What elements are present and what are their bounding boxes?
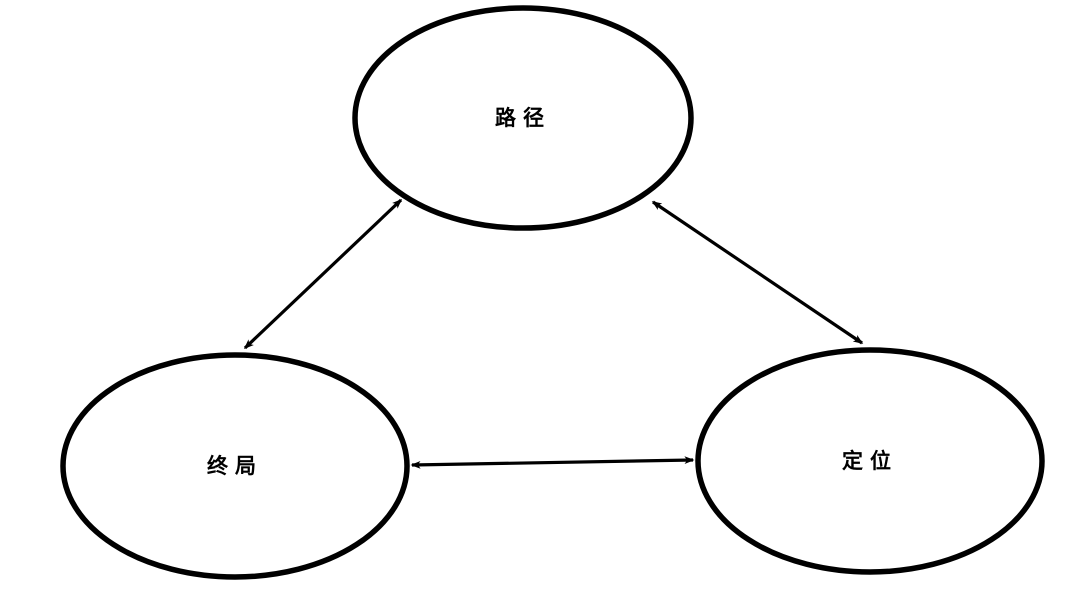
node-path: 路径 <box>352 5 694 231</box>
arrow-endgame-path <box>243 198 403 350</box>
node-positioning-ellipse <box>695 347 1045 575</box>
node-endgame-ellipse <box>60 352 410 580</box>
arrow-path-positioning <box>651 200 864 345</box>
node-endgame: 终局 <box>60 352 410 580</box>
node-path-ellipse <box>352 5 694 231</box>
node-endgame-label: 终局 <box>207 453 263 478</box>
node-positioning-label: 定位 <box>842 448 898 473</box>
node-path-label: 路径 <box>495 105 551 130</box>
arrow-endgame-positioning <box>410 456 695 469</box>
node-positioning: 定位 <box>695 347 1045 575</box>
